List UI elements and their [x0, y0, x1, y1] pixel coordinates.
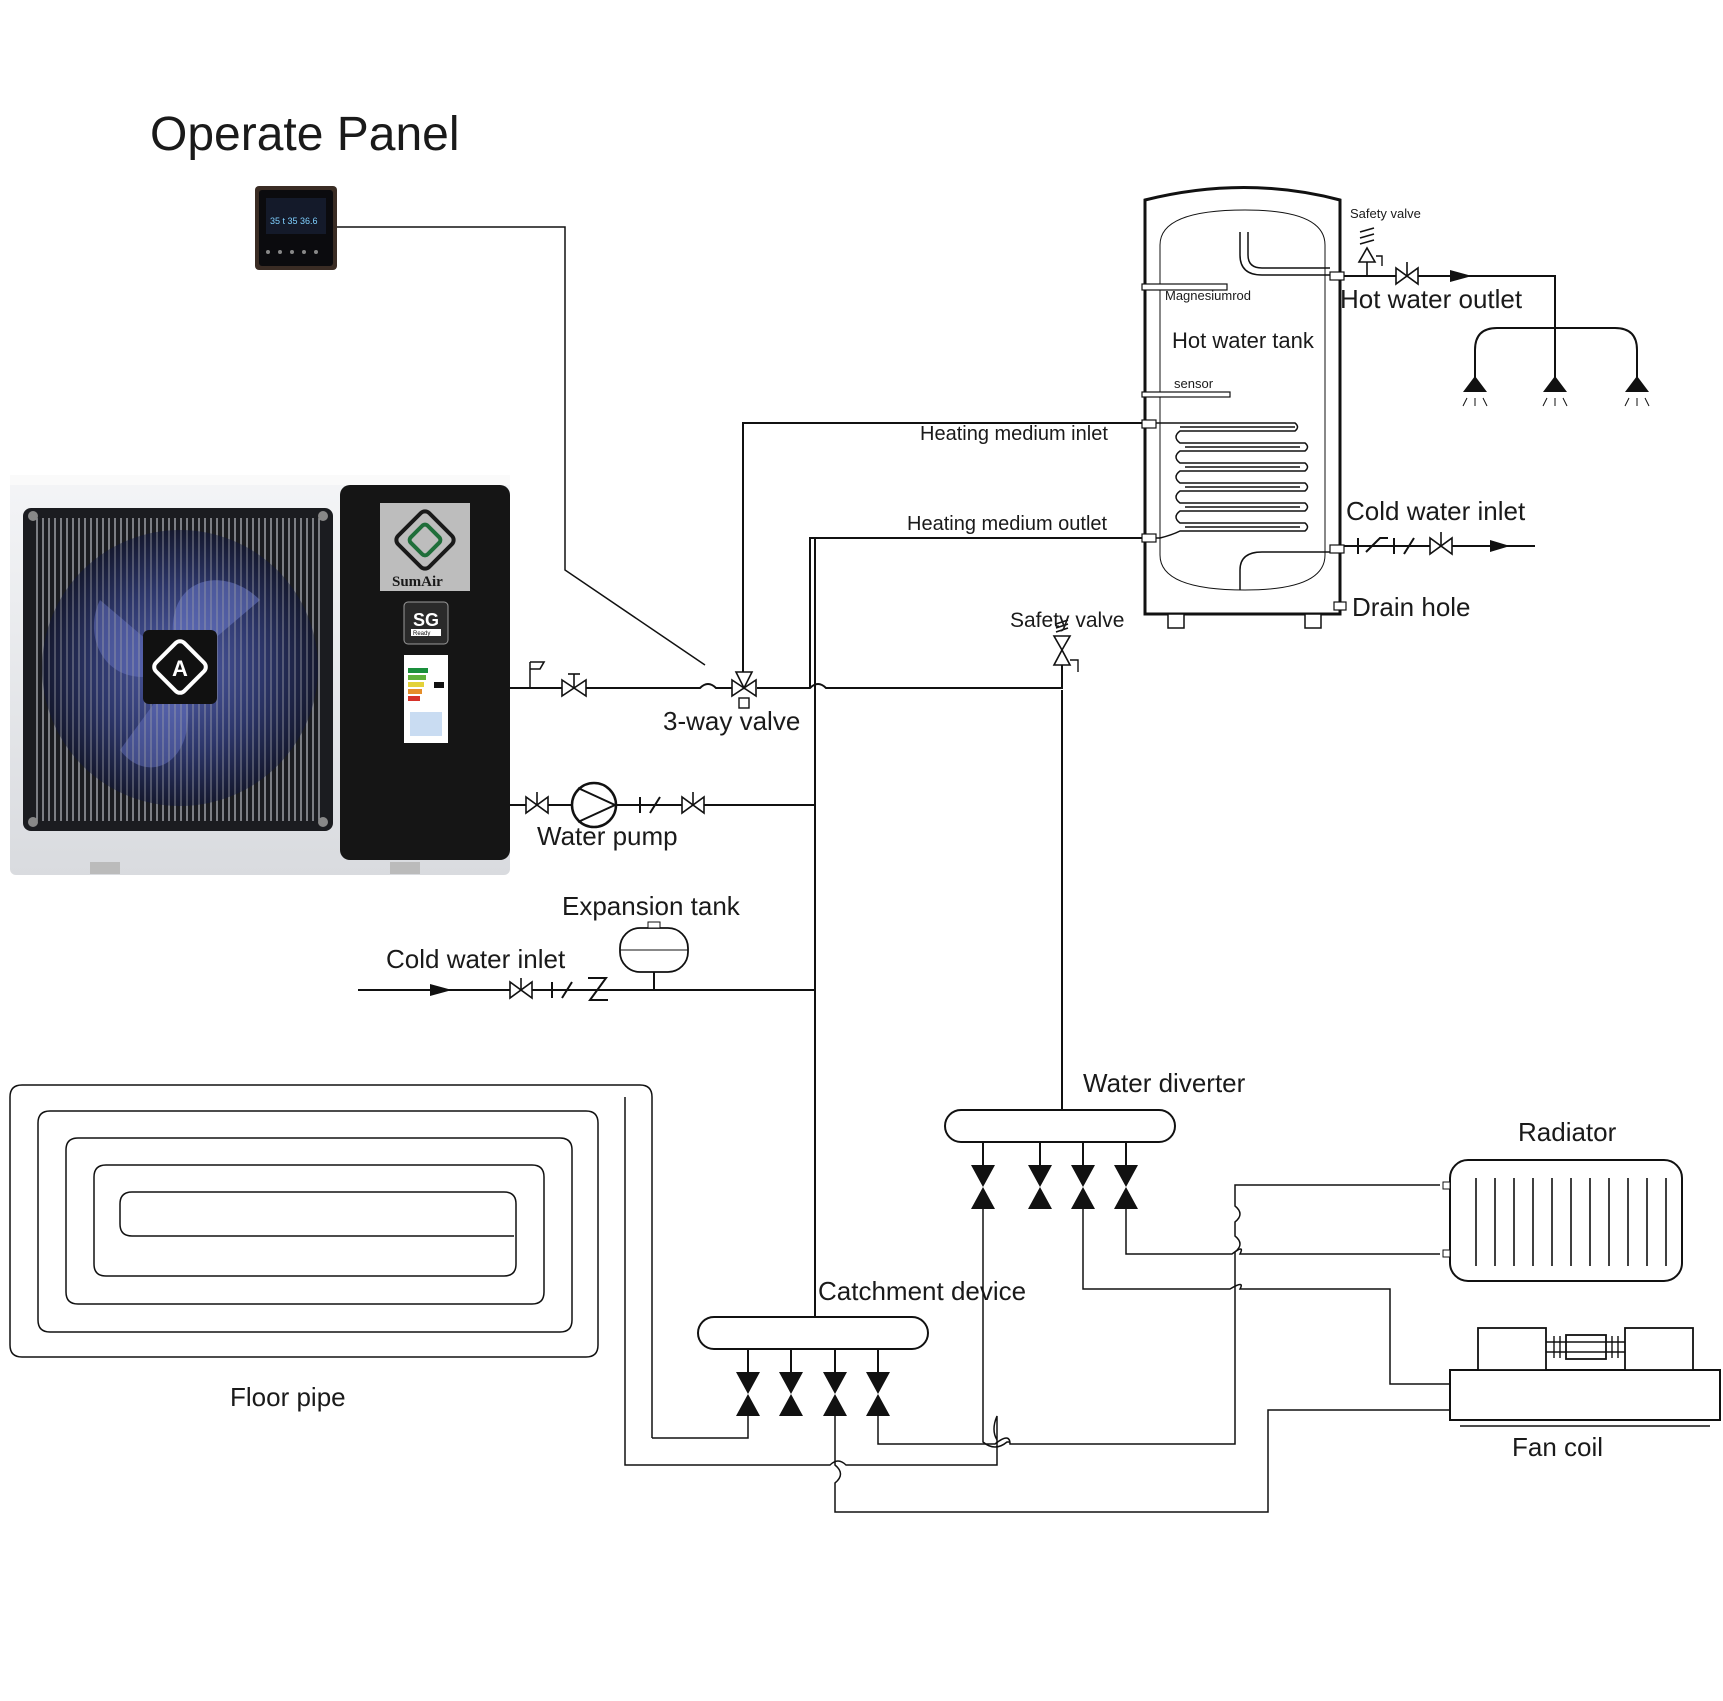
cold-inlet-valves: [428, 977, 608, 1001]
flow-switch-icon: [529, 661, 546, 688]
circuit-cold-water-inlet-label: Cold water inlet: [386, 944, 566, 974]
sensor-label: sensor: [1174, 376, 1214, 391]
page-title: Operate Panel: [150, 108, 460, 161]
catchment-device-label: Catchment device: [818, 1276, 1026, 1306]
water-pump-label: Water pump: [537, 821, 678, 851]
heat-pump-unit: A SumAir SG Ready: [10, 475, 510, 875]
magnesium-rod-label: Magnesiumrod: [1165, 288, 1251, 303]
drain-hole-label: Drain hole: [1352, 592, 1471, 622]
heating-outlet-label: Heating medium outlet: [907, 513, 1108, 535]
three-way-valve-icon: [731, 671, 757, 709]
floor-pipe-coil: [9, 1084, 998, 1466]
sumair-logo-icon: [394, 509, 456, 571]
panel-signal-cable: [337, 226, 706, 666]
heating-inlet-label: Heating medium inlet: [920, 423, 1108, 445]
heating-coil-icon: [1145, 422, 1309, 539]
panel-display-readout: 35 t 35 36.6: [270, 216, 318, 226]
hot-water-tank: [1141, 186, 1347, 629]
radiator-icon: [1442, 1159, 1683, 1282]
brand-name: SumAir: [392, 574, 443, 590]
water-pump-group: [525, 781, 705, 829]
shower-icon: [1542, 376, 1568, 407]
fan-coil-label: Fan coil: [1512, 1432, 1603, 1462]
sg-badge: SG: [413, 610, 439, 630]
water-diverter: [944, 1077, 1176, 1209]
shower-icon: [1462, 376, 1488, 407]
tank-safety-valve-label: Safety valve: [1350, 206, 1421, 221]
circuit-safety-valve-label: Safety valve: [1010, 609, 1124, 632]
svg-text:A: A: [172, 656, 188, 681]
safety-valve-icon: [1052, 619, 1079, 672]
fan-coil-icon: [1449, 1327, 1721, 1427]
shower-icon: [1624, 376, 1650, 407]
distribution-piping: [834, 1184, 1450, 1513]
three-way-valve-label: 3-way valve: [663, 706, 800, 736]
sg-badge-sub: Ready: [413, 631, 430, 637]
radiator-label: Radiator: [1518, 1117, 1617, 1147]
catchment-device: [697, 1290, 929, 1416]
tank-name-label: Hot water tank: [1172, 328, 1315, 353]
hot-water-outlet-piping: [1344, 227, 1638, 378]
water-diverter-label: Water diverter: [1083, 1068, 1246, 1098]
expansion-tank-icon: [619, 921, 689, 990]
floor-pipe-label: Floor pipe: [230, 1382, 346, 1412]
hot-water-outlet-label: Hot water outlet: [1340, 284, 1523, 314]
ball-valve-icon: [561, 673, 587, 698]
expansion-tank-label: Expansion tank: [562, 891, 741, 921]
tank-cold-inlet-piping: [1344, 532, 1535, 556]
primary-piping: [358, 422, 1145, 1290]
tank-cold-water-inlet-label: Cold water inlet: [1346, 496, 1526, 526]
operate-panel-device: 35 t 35 36.6: [255, 186, 337, 270]
brand-logo-icon: [152, 639, 208, 695]
